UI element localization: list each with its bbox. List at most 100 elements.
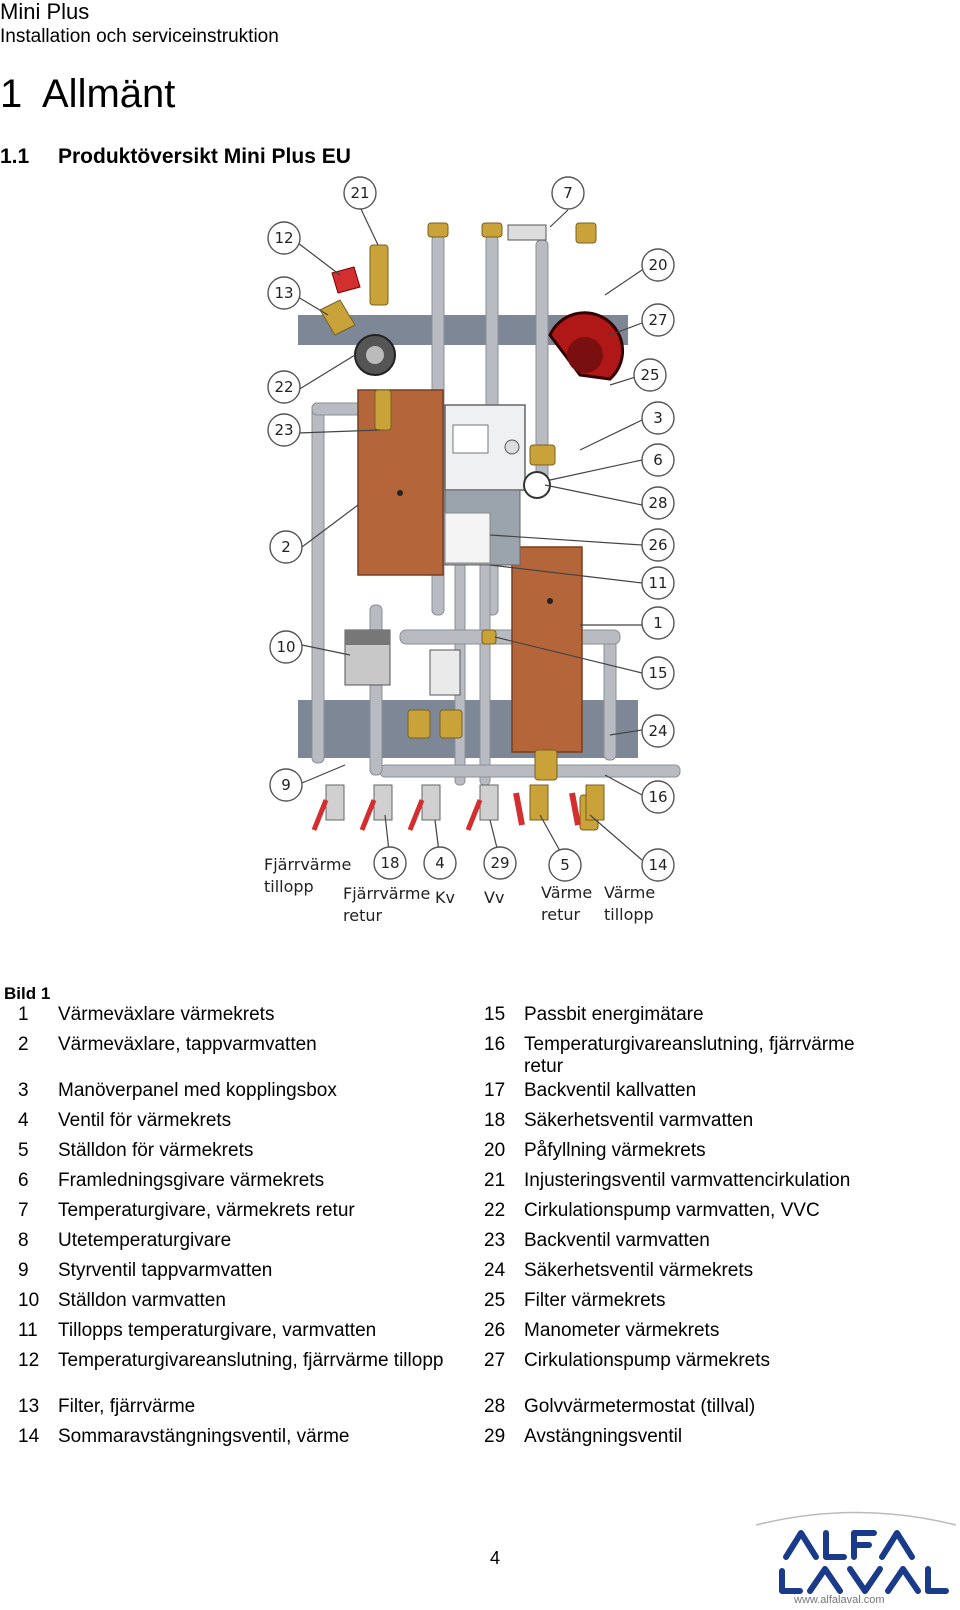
svg-text:3: 3 — [653, 409, 663, 427]
callout-16: 16 — [641, 780, 675, 814]
callout-22: 22 — [267, 370, 301, 404]
legend-text: Utetemperaturgivare — [58, 1230, 232, 1251]
label-vv: Vv — [484, 888, 504, 907]
document-title: Mini Plus — [0, 0, 90, 24]
label-kv: Kv — [435, 888, 455, 907]
legend-number: 4 — [18, 1110, 29, 1131]
subsection-title: Produktöversikt Mini Plus EU — [58, 145, 351, 168]
callout-20: 20 — [641, 248, 675, 282]
legend-number: 9 — [18, 1260, 29, 1281]
svg-text:28: 28 — [648, 494, 667, 512]
callout-10: 10 — [269, 630, 303, 664]
legend-number: 25 — [484, 1290, 506, 1311]
legend-number: 2 — [18, 1034, 29, 1055]
legend-number: 10 — [18, 1290, 40, 1311]
product-diagram: 21 7 12 20 13 27 25 22 3 23 6 28 2 26 11… — [264, 176, 681, 925]
legend-text: Värmeväxlare, tappvarmvatten — [58, 1034, 317, 1055]
callout-7: 7 — [551, 176, 585, 210]
sensor-return — [507, 224, 547, 241]
legend-text: Temperaturgivareanslutning, fjärrvärme r… — [524, 1034, 855, 1077]
callout-6: 6 — [641, 443, 675, 477]
legend-item: 13 Filter, fjärrvärme — [0, 1396, 470, 1426]
legend-text: Manometer värmekrets — [524, 1320, 720, 1341]
legend-text: Golvvärmetermostat (tillval) — [524, 1396, 756, 1417]
bottom-valves — [311, 784, 605, 831]
legend-item: 9 Styrventil tappvarmvatten — [0, 1260, 470, 1290]
legend-number: 22 — [484, 1200, 506, 1221]
svg-text:27: 27 — [648, 311, 667, 329]
legend-number: 12 — [18, 1350, 40, 1371]
svg-text:9: 9 — [281, 776, 291, 794]
label-varme-retur-1: Värme — [541, 883, 592, 902]
legend-number: 6 — [18, 1170, 29, 1191]
callout-23: 23 — [267, 413, 301, 447]
legend-text: Backventil varmvatten — [524, 1230, 710, 1251]
figure-caption: Bild 1 — [4, 984, 51, 1003]
section-title: Allmänt — [42, 72, 176, 116]
legend-number: 13 — [18, 1396, 40, 1417]
svg-text:26: 26 — [648, 536, 667, 554]
svg-text:15: 15 — [648, 664, 667, 682]
svg-text:4: 4 — [435, 854, 445, 872]
svg-text:21: 21 — [350, 184, 369, 202]
callout-15: 15 — [641, 656, 675, 690]
svg-text:16: 16 — [648, 788, 667, 806]
callout-9: 9 — [269, 768, 303, 802]
legend-item: 16 Temperaturgivareanslutning, fjärrvärme… — [466, 1034, 896, 1080]
label-fjarrvarme-retur-1: Fjärrvärme — [343, 884, 430, 903]
legend-number: 8 — [18, 1230, 29, 1251]
legend-text: Passbit energimätare — [524, 1004, 704, 1025]
svg-text:18: 18 — [380, 854, 399, 872]
svg-text:2: 2 — [281, 538, 291, 556]
svg-text:7: 7 — [563, 184, 573, 202]
legend-text: Filter, fjärrvärme — [58, 1396, 196, 1417]
legend-text: Styrventil tappvarmvatten — [58, 1260, 273, 1281]
callout-25: 25 — [633, 358, 667, 392]
svg-text:12: 12 — [274, 229, 293, 247]
callout-18: 18 — [373, 846, 407, 880]
callout-1: 1 — [641, 606, 675, 640]
legend-number: 3 — [18, 1080, 29, 1101]
alfa-laval-logo: www.alfalaval.com — [756, 1511, 956, 1605]
svg-text:25: 25 — [640, 366, 659, 384]
callout-11: 11 — [641, 566, 675, 600]
legend-number: 16 — [484, 1034, 506, 1055]
svg-text:29: 29 — [490, 854, 509, 872]
legend-text: Cirkulationspump värmekrets — [524, 1350, 771, 1371]
legend-item: 8 Utetemperaturgivare — [0, 1230, 470, 1260]
callout-24: 24 — [641, 714, 675, 748]
svg-text:13: 13 — [274, 284, 293, 302]
callout-2: 2 — [269, 530, 303, 564]
legend-text: Framledningsgivare värmekrets — [58, 1170, 325, 1191]
legend-item: 6 Framledningsgivare värmekrets — [0, 1170, 470, 1200]
svg-text:20: 20 — [648, 256, 667, 274]
red-handwheel — [331, 266, 361, 294]
legend-text: Backventil kallvatten — [524, 1080, 697, 1101]
legend-text: Tillopps temperaturgivare, varmvatten — [58, 1320, 377, 1341]
callout-28: 28 — [641, 486, 675, 520]
label-fjarrvarme-tillopp-2: tillopp — [264, 877, 314, 896]
legend-text: Påfyllning värmekrets — [524, 1140, 706, 1161]
callout-4: 4 — [423, 846, 457, 880]
svg-text:1: 1 — [653, 614, 663, 632]
svg-text:22: 22 — [274, 378, 293, 396]
callout-5: 5 — [548, 848, 582, 882]
label-varme-tillopp-2: tillopp — [604, 905, 654, 924]
svg-text:6: 6 — [653, 451, 663, 469]
filter-district-heating — [319, 299, 356, 336]
